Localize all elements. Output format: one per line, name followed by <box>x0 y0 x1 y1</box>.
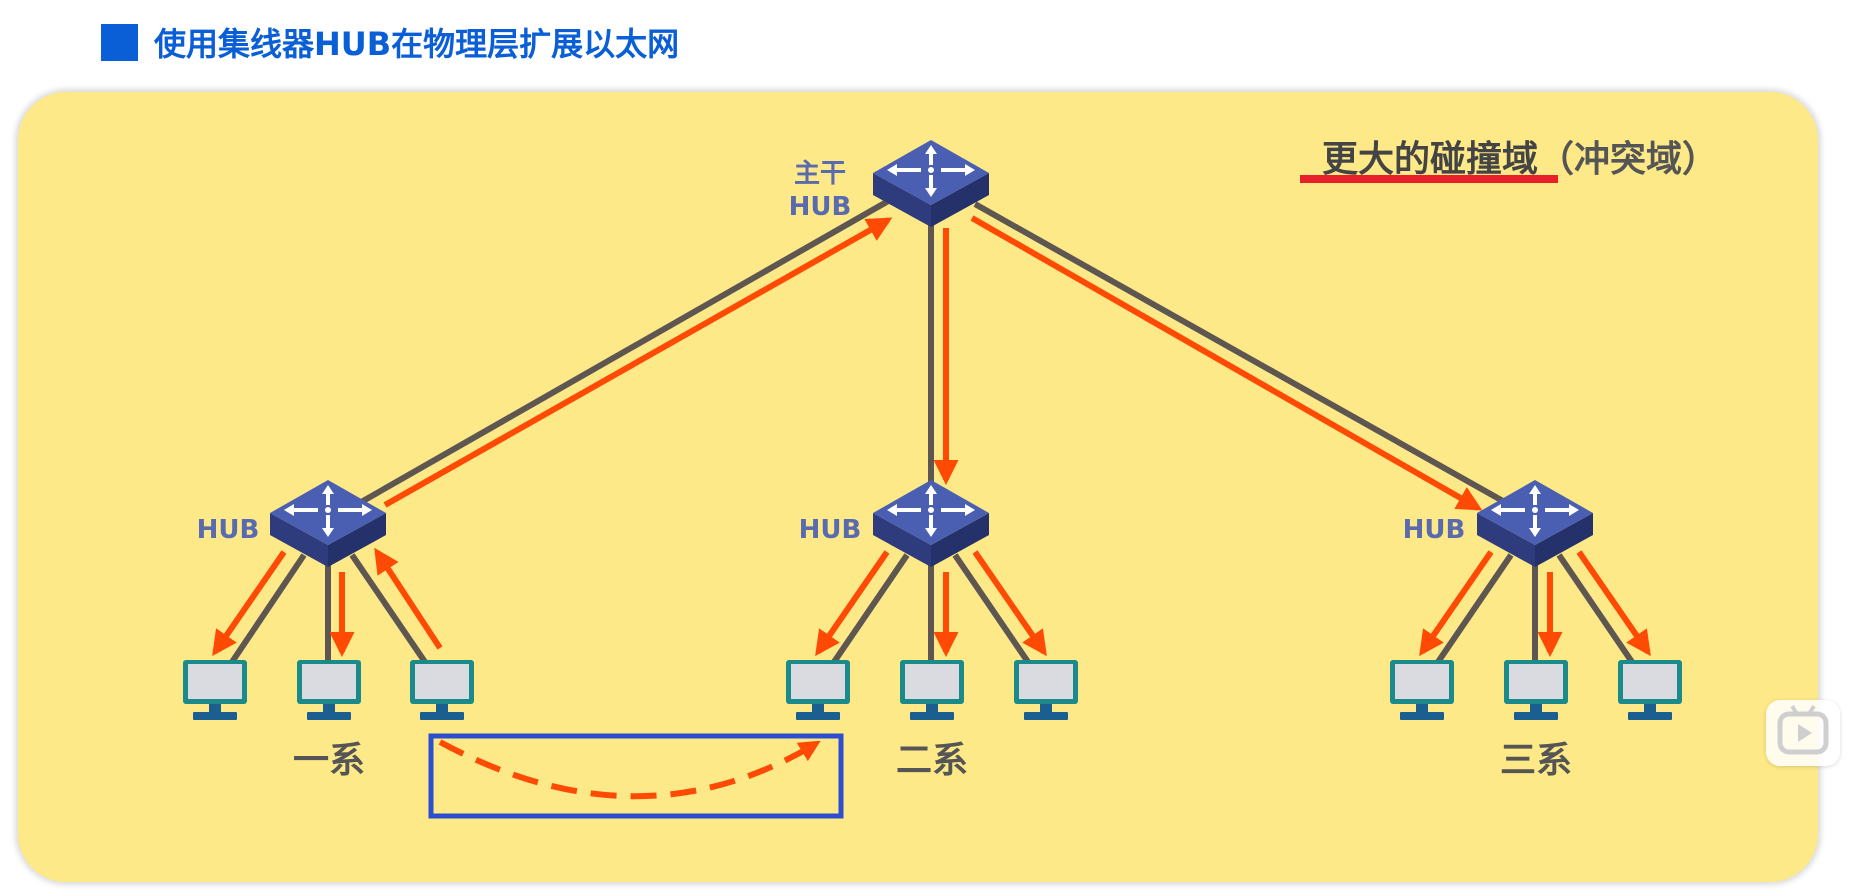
arrow-hub1-to-pc1 <box>212 550 287 657</box>
link-hub1-pc1 <box>229 553 307 664</box>
link-hub3-pc1 <box>1435 553 1514 664</box>
play-icon <box>1777 704 1829 755</box>
collision-domain-text: 更大的碰撞域 <box>1322 139 1539 180</box>
arrow-hub3-to-pc1 <box>1419 550 1494 657</box>
network-hub-icon <box>268 478 388 569</box>
desktop-computer-icon <box>1618 660 1682 720</box>
link-hub3-pc3 <box>1556 553 1635 664</box>
desktop-computer-icon <box>1390 660 1454 720</box>
dept3-label: 三系 <box>1500 740 1572 781</box>
desktop-computer-icon <box>1504 660 1568 720</box>
title-text: 使用集线器HUB在物理层扩展以太网 <box>154 25 680 63</box>
cable-links <box>229 197 1635 664</box>
arrow-hub3-to-pc3 <box>1576 550 1651 657</box>
collision-domain-label: 更大的碰撞域（冲突域） <box>1322 130 1718 182</box>
collision-highlight-box <box>428 733 844 819</box>
hub1-label: HUB <box>197 515 260 545</box>
signal-arrows <box>212 215 1651 658</box>
arrow-pc3-to-hub1 <box>374 547 443 650</box>
hub2-label: HUB <box>799 515 862 545</box>
desktop-computer-icon <box>1014 660 1078 720</box>
dashed-transfer-arrow <box>438 739 821 800</box>
link-backbone-to-hub3 <box>973 201 1512 508</box>
desktop-computer-icon <box>900 660 964 720</box>
play-button[interactable] <box>1766 700 1840 766</box>
hub3-label: HUB <box>1403 515 1466 545</box>
network-hub-icon <box>871 138 991 229</box>
link-backbone-to-hub1 <box>354 197 892 508</box>
backbone-hub-label-line2: HUB <box>789 192 852 222</box>
domain-underline <box>1300 175 1558 183</box>
backbone-hub-label-line1: 主干 <box>794 159 846 189</box>
slide-title: 使用集线器HUB在物理层扩展以太网 <box>101 22 680 63</box>
dept1-label: 一系 <box>293 740 365 781</box>
collision-domain-paren: （冲突域） <box>1538 139 1719 180</box>
title-bullet-square <box>101 23 138 61</box>
network-hub-icon <box>871 478 991 569</box>
desktop-computer-icon <box>786 660 850 720</box>
arrow-backbone-to-hub3 <box>970 215 1483 511</box>
link-hub2-pc1 <box>831 553 910 664</box>
link-hub1-pc3 <box>349 553 428 664</box>
computers <box>183 660 1682 720</box>
link-hub2-pc3 <box>952 553 1031 664</box>
desktop-computer-icon <box>183 660 247 720</box>
desktop-computer-icon <box>410 660 474 720</box>
arrow-hub2-to-pc1 <box>815 550 890 657</box>
arrow-hub1-to-backbone <box>383 217 893 508</box>
dept2-label: 二系 <box>896 740 968 781</box>
arrow-hub2-to-pc3 <box>972 550 1047 657</box>
desktop-computer-icon <box>297 660 361 720</box>
